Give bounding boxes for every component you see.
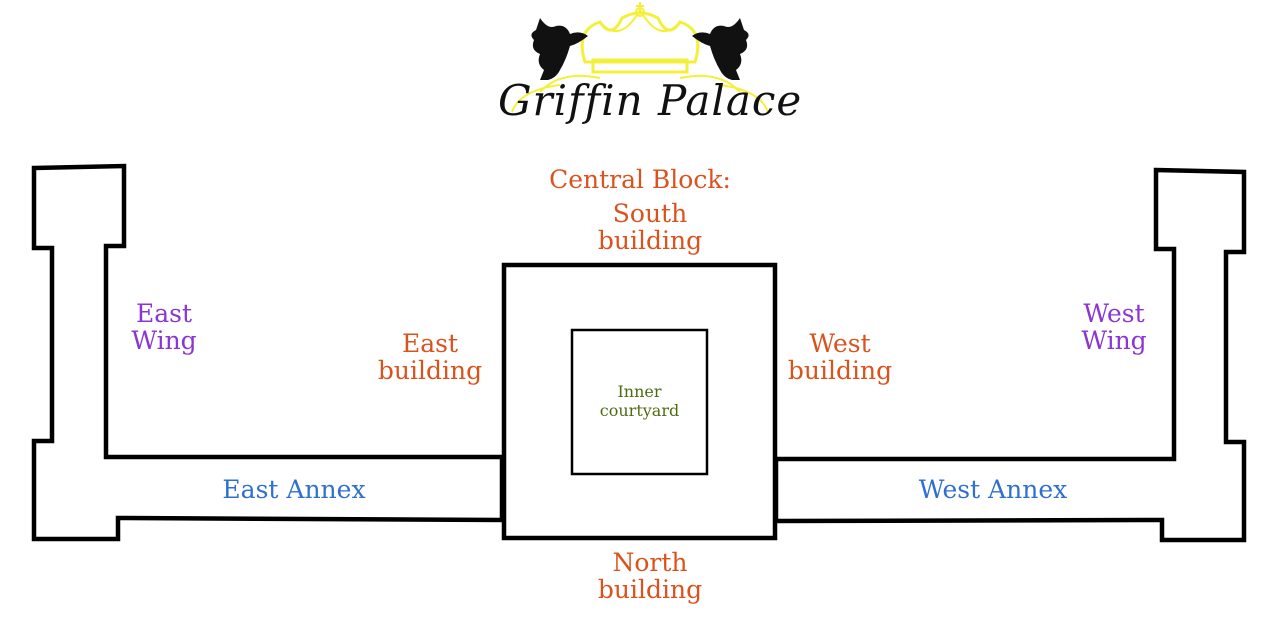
inner-courtyard-outline [570, 328, 709, 476]
north-building-line-1: North [612, 548, 688, 577]
south-building-line-1: South [612, 199, 688, 228]
central-block-label: Central Block: [549, 165, 731, 194]
east-building-line-2: building [377, 356, 483, 385]
inner-courtyard-line-2: courtyard [599, 401, 680, 420]
inner-courtyard-label: Inner courtyard [572, 382, 707, 420]
west-building-label: West building [770, 330, 910, 384]
left-griffin-icon [531, 18, 588, 80]
north-building-label: North building [560, 549, 740, 603]
east-wing-label: East Wing [104, 300, 224, 354]
east-building-label: East building [360, 330, 500, 384]
inner-courtyard-line-1: Inner [617, 382, 662, 401]
west-wing-label: West Wing [1054, 300, 1174, 354]
west-wing-line-1: West [1083, 299, 1145, 328]
north-building-line-2: building [597, 575, 703, 604]
west-building-line-1: West [809, 329, 871, 358]
west-wing-outline [773, 167, 1247, 543]
east-annex-label: East Annex [222, 475, 366, 504]
west-wing-line-2: Wing [1081, 326, 1147, 355]
west-building-line-2: building [787, 356, 893, 385]
crown-icon [511, 2, 769, 113]
east-wing-line-2: Wing [131, 326, 197, 355]
logo-wordmark: Griffin Palace [498, 76, 803, 125]
central-block-outline [501, 262, 778, 541]
south-building-line-2: building [597, 226, 703, 255]
west-annex-label: West Annex [918, 475, 1068, 504]
logo-emblem [511, 2, 769, 113]
east-wing-outline [31, 163, 505, 542]
east-wing-line-1: East [135, 299, 193, 328]
east-building-line-1: East [401, 329, 459, 358]
south-building-label: South building [560, 200, 740, 254]
right-griffin-icon [692, 18, 749, 80]
